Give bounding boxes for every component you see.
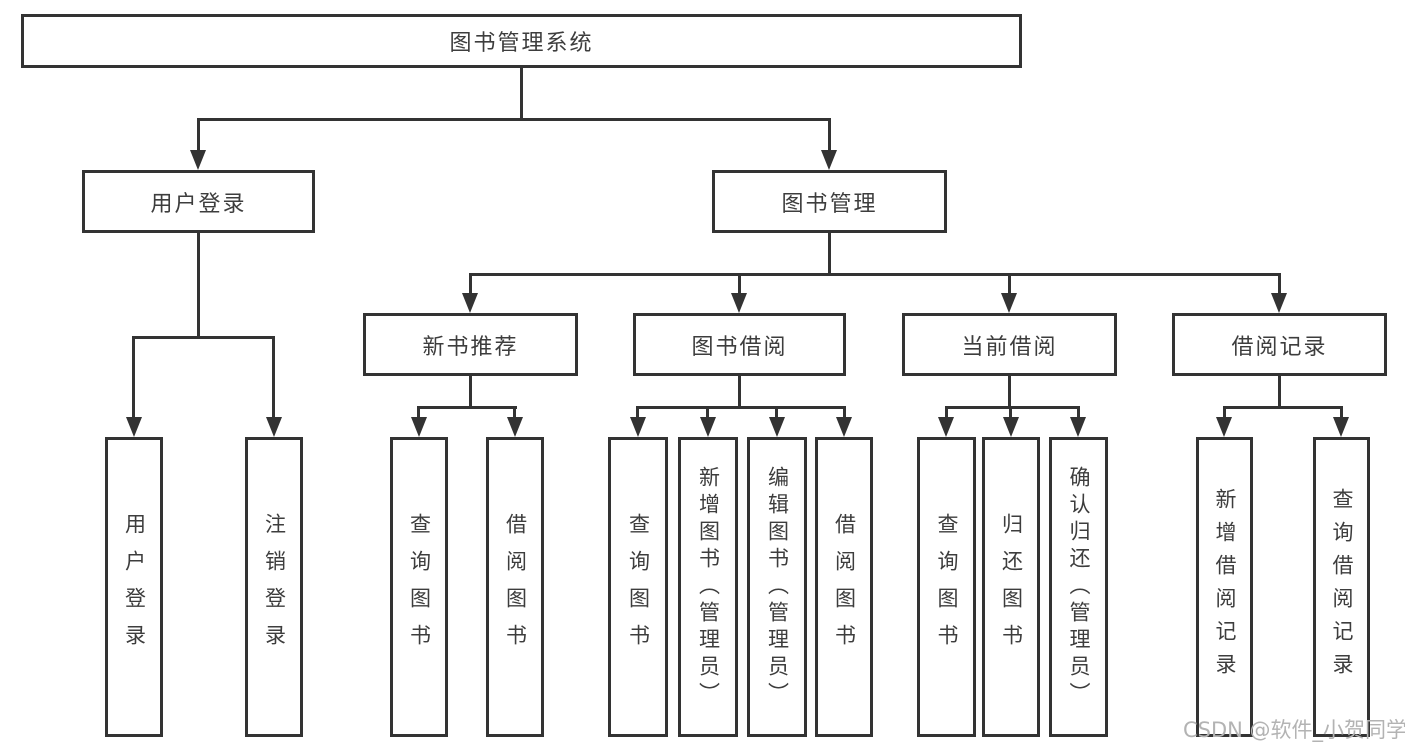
- connector-drop: [945, 406, 948, 417]
- arrow-to-leaf: [1216, 417, 1232, 437]
- leaf-label: 归还图书: [999, 513, 1024, 661]
- connector-drop: [417, 406, 420, 417]
- connector-book-management-branch: [469, 273, 1281, 276]
- arrow-to-leaf: [1070, 417, 1086, 437]
- leaf-edit-books-admin: 编辑图书（管理员）: [747, 437, 807, 737]
- connector-drop-leaf-logout: [272, 336, 275, 417]
- arrow-to-new-book: [462, 293, 478, 313]
- connector-drop: [1077, 406, 1080, 417]
- connector-book-borrow-stem: [738, 376, 741, 406]
- connector-drop: [706, 406, 709, 417]
- connector-book-management-stem: [828, 233, 831, 273]
- leaf-label: 借阅图书: [832, 513, 857, 661]
- leaf-user-login: 用户登录: [105, 437, 163, 737]
- leaf-label: 查询图书: [626, 513, 651, 661]
- leaf-label: 注销登录: [262, 513, 287, 661]
- node-label: 图书管理: [781, 191, 878, 217]
- arrow-to-borrow-record: [1271, 293, 1287, 313]
- node-user-login-group: 用户登录: [82, 170, 315, 233]
- arrow-to-leaf: [700, 417, 716, 437]
- connector-drop: [636, 406, 639, 417]
- csdn-watermark: CSDN @软件_小贺同学: [1183, 718, 1405, 742]
- arrow-to-book-management: [821, 150, 837, 170]
- leaf-confirm-return-admin: 确认归还（管理员）: [1049, 437, 1108, 737]
- arrow-to-current-borrow: [1001, 293, 1017, 313]
- leaf-label: 查询借阅记录: [1330, 488, 1354, 686]
- leaf-query-books-recommend: 查询图书: [390, 437, 448, 737]
- arrow-to-leaf: [507, 417, 523, 437]
- leaf-label: 新增借阅记录: [1213, 488, 1237, 686]
- connector-root-branch: [197, 118, 831, 121]
- leaf-borrow-books-recommend: 借阅图书: [486, 437, 544, 737]
- leaf-label: 借阅图书: [503, 513, 528, 661]
- arrow-to-leaf-logout: [266, 417, 282, 437]
- arrow-to-user-login: [190, 150, 206, 170]
- node-label: 图书借阅: [691, 334, 788, 360]
- connector-drop: [1223, 406, 1226, 417]
- connector-root-stem: [520, 68, 523, 118]
- connector-drop: [843, 406, 846, 417]
- leaf-query-books-borrowing: 查询图书: [608, 437, 668, 737]
- leaf-borrow-books-borrowing: 借阅图书: [815, 437, 873, 737]
- node-borrowing-records: 借阅记录: [1172, 313, 1387, 376]
- connector-user-login-stem: [197, 233, 200, 336]
- connector-drop: [1009, 406, 1012, 417]
- connector-user-login-branch: [132, 336, 275, 339]
- leaf-add-books-admin: 新增图书（管理员）: [678, 437, 738, 737]
- arrow-to-leaf: [769, 417, 785, 437]
- connector-drop-current-borrow: [1008, 273, 1011, 293]
- connector-drop-leaf-login: [132, 336, 135, 417]
- leaf-logout: 注销登录: [245, 437, 303, 737]
- leaf-add-borrow-record: 新增借阅记录: [1196, 437, 1253, 737]
- arrow-to-leaf: [1003, 417, 1019, 437]
- node-book-borrowing: 图书借阅: [633, 313, 846, 376]
- connector-borrow-record-stem: [1278, 376, 1281, 406]
- leaf-label: 用户登录: [122, 513, 147, 661]
- connector-current-borrow-stem: [1008, 376, 1011, 406]
- leaf-label: 查询图书: [935, 513, 959, 661]
- node-label: 借阅记录: [1231, 334, 1328, 360]
- node-label: 新书推荐: [422, 334, 519, 360]
- node-new-book-recommend: 新书推荐: [363, 313, 578, 376]
- connector-drop: [775, 406, 778, 417]
- connector-drop-borrow-record: [1278, 273, 1281, 293]
- connector-current-borrow-branch: [945, 406, 1080, 409]
- arrow-to-leaf: [1333, 417, 1349, 437]
- connector-drop: [513, 406, 516, 417]
- node-label: 当前借阅: [961, 334, 1058, 360]
- leaf-label: 新增图书（管理员）: [696, 465, 721, 709]
- connector-drop-book-management: [828, 118, 831, 150]
- node-label: 图书管理系统: [449, 31, 594, 56]
- connector-drop-user-login: [197, 118, 200, 150]
- leaf-return-books: 归还图书: [982, 437, 1040, 737]
- node-book-management-group: 图书管理: [712, 170, 947, 233]
- arrow-to-leaf: [938, 417, 954, 437]
- node-label: 用户登录: [150, 191, 247, 217]
- connector-book-borrow-branch: [636, 406, 846, 409]
- leaf-query-borrow-record: 查询借阅记录: [1313, 437, 1370, 737]
- node-root-library-management-system: 图书管理系统: [21, 14, 1022, 68]
- connector-new-book-branch: [417, 406, 517, 409]
- leaf-label: 编辑图书（管理员）: [765, 465, 790, 709]
- arrow-to-leaf: [630, 417, 646, 437]
- leaf-query-books-current: 查询图书: [917, 437, 976, 737]
- leaf-label: 确认归还（管理员）: [1067, 465, 1091, 709]
- leaf-label: 查询图书: [407, 513, 432, 661]
- node-current-borrowing: 当前借阅: [902, 313, 1117, 376]
- connector-drop: [1340, 406, 1343, 417]
- arrow-to-leaf-login: [126, 417, 142, 437]
- arrow-to-book-borrow: [731, 293, 747, 313]
- arrow-to-leaf: [411, 417, 427, 437]
- connector-new-book-stem: [469, 376, 472, 406]
- connector-drop-book-borrow: [738, 273, 741, 293]
- connector-drop-new-book: [469, 273, 472, 293]
- arrow-to-leaf: [836, 417, 852, 437]
- connector-borrow-record-branch: [1223, 406, 1343, 409]
